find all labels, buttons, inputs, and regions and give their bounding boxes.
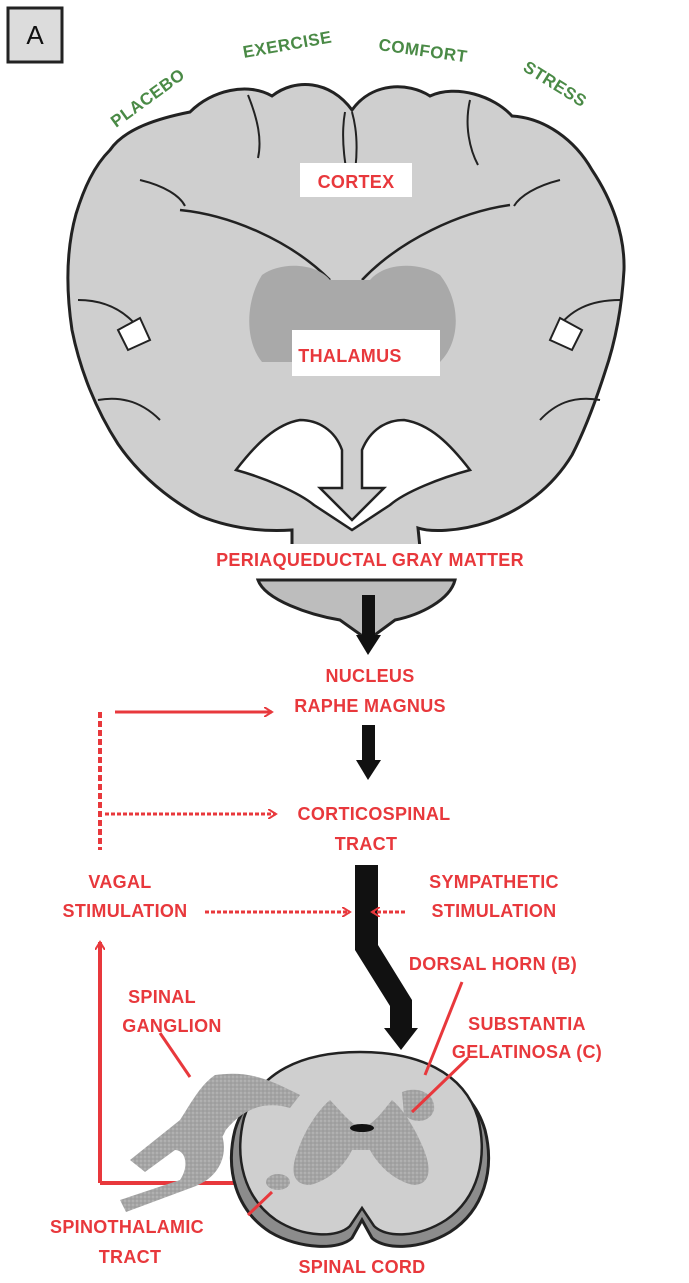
- cst-label-line2: TRACT: [335, 834, 398, 854]
- nrm-label-line1: NUCLEUS: [325, 666, 414, 686]
- cortex-label: CORTEX: [318, 172, 395, 192]
- sympathetic-label-line2: STIMULATION: [432, 901, 557, 921]
- panel-label-box: A: [8, 8, 62, 62]
- nrm-label-line2: RAPHE MAGNUS: [294, 696, 446, 716]
- sg-label-line2: GELATINOSA (C): [452, 1042, 602, 1062]
- brain-section: [68, 84, 624, 548]
- pag-label: PERIAQUEDUCTAL GRAY MATTER: [216, 550, 524, 570]
- stt-label-line1: SPINOTHALAMIC: [50, 1217, 204, 1237]
- dorsal-horn-label: DORSAL HORN (B): [409, 954, 577, 974]
- ganglion-label-line2: GANGLION: [122, 1016, 221, 1036]
- influence-comfort: COMFORT: [377, 35, 468, 66]
- ganglion-label-line1: SPINAL: [128, 987, 196, 1007]
- thalamus-label: THALAMUS: [298, 346, 401, 366]
- cst-label-line1: CORTICOSPINAL: [298, 804, 451, 824]
- sg-label-line1: SUBSTANTIA: [468, 1014, 586, 1034]
- influence-exercise: EXERCISE: [241, 28, 333, 62]
- stt-label-line2: TRACT: [99, 1247, 162, 1267]
- vagal-label-line1: VAGAL: [88, 872, 151, 892]
- sympathetic-label-line1: SYMPATHETIC: [429, 872, 559, 892]
- spinal-cord-label: SPINAL CORD: [299, 1257, 426, 1277]
- brainstem: [258, 580, 455, 640]
- panel-label: A: [26, 20, 44, 50]
- influence-stress: STRESS: [520, 57, 590, 111]
- vagal-label-line2: STIMULATION: [63, 901, 188, 921]
